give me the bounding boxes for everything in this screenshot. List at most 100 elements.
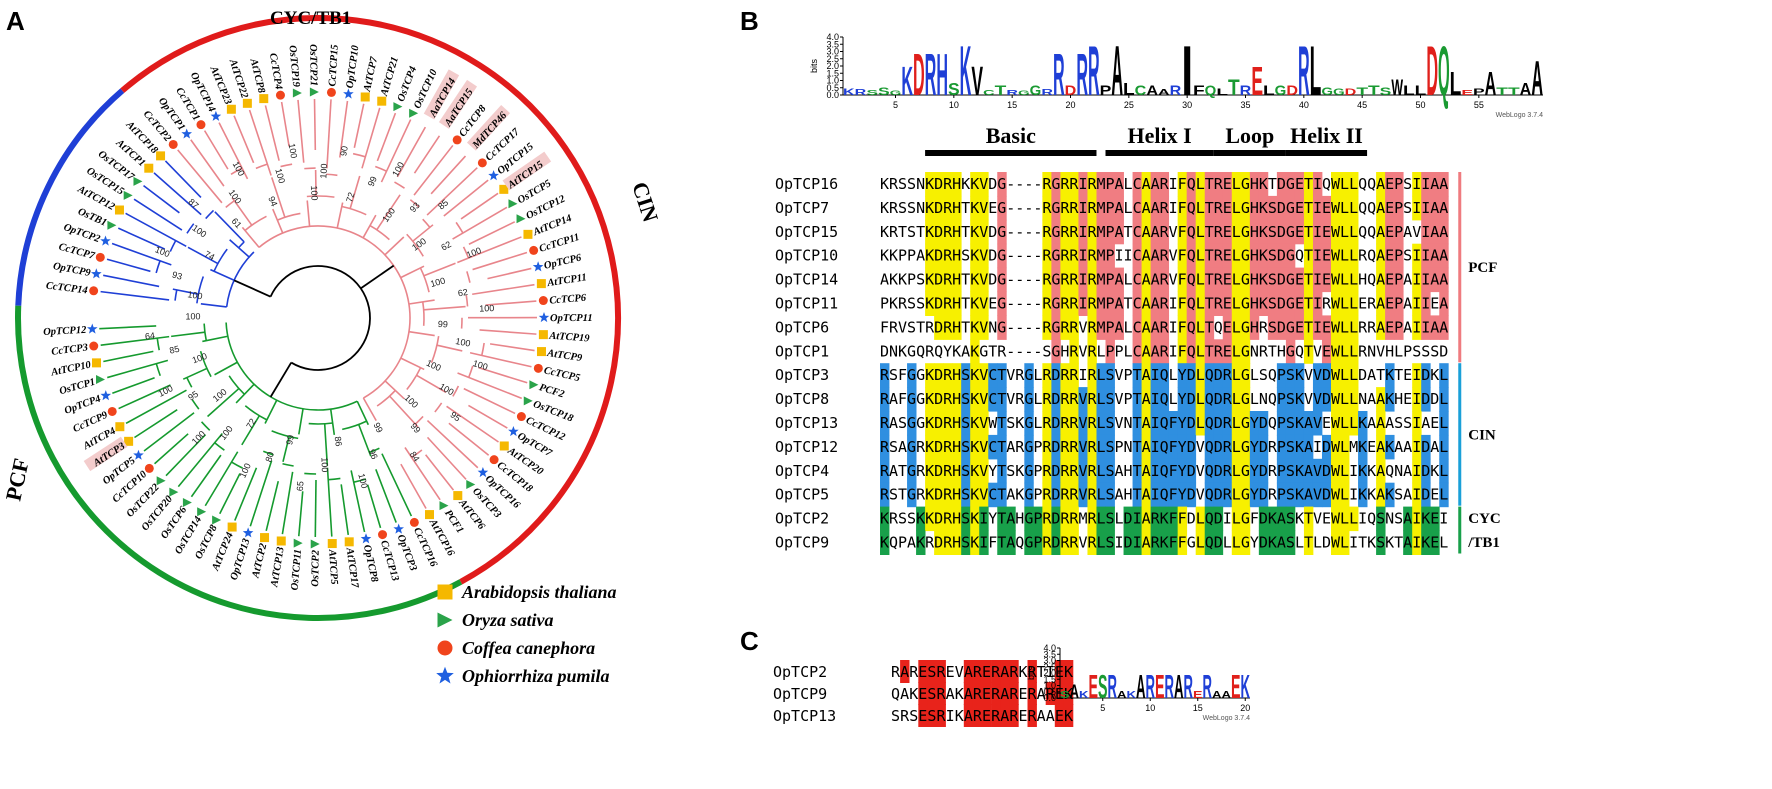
residue-shade <box>943 482 953 508</box>
residue-shade <box>1033 506 1043 532</box>
residue-shade <box>1096 387 1106 412</box>
leaf-label: CcTCP11 <box>538 232 581 255</box>
residue-shade <box>1303 482 1314 508</box>
residue-shade <box>907 363 917 388</box>
residue-shade <box>988 482 998 508</box>
residue-shade <box>1412 411 1422 436</box>
tree-marker-coffea <box>168 139 178 149</box>
residue-shade <box>1240 482 1251 508</box>
tree-branch <box>340 484 350 536</box>
logo-letter: E <box>1089 669 1099 705</box>
logo-letter: R <box>1041 89 1053 97</box>
residue-shade <box>1150 243 1161 269</box>
residue-shade <box>1150 434 1161 460</box>
residue-shade <box>1312 172 1323 197</box>
residue-shade <box>1150 219 1161 245</box>
residue-shade <box>1087 172 1097 197</box>
residue-shade <box>1258 243 1269 269</box>
residue-shade <box>1222 243 1233 269</box>
residue-shade <box>1186 315 1197 340</box>
residue-shade <box>979 315 989 340</box>
residue-shade <box>1340 315 1350 340</box>
logo-x-tick-label: 5 <box>1100 703 1105 713</box>
residue-shade <box>1087 530 1097 555</box>
residue-shade <box>961 458 971 484</box>
residue-shade <box>1267 195 1278 221</box>
tree-leaf: OpTCP9 <box>52 261 92 279</box>
leaf-label: AtTCP13 <box>269 546 287 589</box>
residue-shade <box>1331 219 1341 245</box>
bootstrap-value: 62 <box>457 287 468 298</box>
bootstrap-value: 100 <box>465 245 483 260</box>
residue-shade <box>1132 315 1142 340</box>
r-residue-shade <box>982 660 992 683</box>
bootstrap-value: 100 <box>211 387 229 404</box>
logo-letter: K <box>843 86 855 97</box>
residue-shade <box>1177 219 1188 245</box>
tree-marker-oryza <box>133 176 143 186</box>
group-label-cin: CIN <box>627 179 663 225</box>
tree-branch <box>306 200 311 227</box>
tree-branch <box>396 126 427 178</box>
tree-branch <box>172 288 199 295</box>
residue-shade <box>1294 434 1305 460</box>
tree-marker-arabidopsis <box>156 151 166 161</box>
logo-letter: D <box>913 43 925 109</box>
residue-shade <box>1051 291 1061 316</box>
residue-shade <box>1439 243 1449 269</box>
sequence-name: OpTCP9 <box>775 534 829 552</box>
tree-clade-arc <box>306 195 335 198</box>
residue-shade <box>1421 291 1431 316</box>
logo-letter: G <box>1275 82 1287 98</box>
bootstrap-value: 90 <box>338 145 350 157</box>
tree-branch <box>426 436 467 480</box>
residue-shade <box>1141 363 1151 388</box>
residue-shade <box>1195 530 1206 555</box>
logo-x-tick-label: 5 <box>893 100 898 110</box>
residue-shade <box>970 315 980 340</box>
tree-clade-arc <box>277 212 301 221</box>
tree-branch <box>336 202 344 229</box>
residue-shade <box>1096 434 1106 460</box>
residue-shade <box>1421 387 1431 412</box>
residue-shade <box>1249 172 1260 197</box>
tree-marker-oryza <box>96 374 106 384</box>
leaf-highlight <box>502 151 552 191</box>
residue-shade <box>1204 195 1215 221</box>
tree-branch <box>375 469 397 523</box>
residue-shade <box>1069 267 1079 293</box>
residue-shade <box>1376 506 1386 532</box>
residue-shade <box>1078 387 1088 412</box>
logo-letter: A <box>1146 82 1158 98</box>
leaf-label: OpTCP3 <box>395 533 419 572</box>
residue-shade <box>1204 458 1215 484</box>
residue-shade <box>1421 243 1431 269</box>
residue-shade <box>934 506 944 532</box>
region-label: Loop <box>1225 123 1274 148</box>
tree-root-branch <box>360 264 395 290</box>
residue-shade <box>1141 172 1151 197</box>
logo-y-tick-label: 3.0 <box>826 47 839 57</box>
tree-branch <box>234 467 258 521</box>
residue-shade <box>1087 267 1097 293</box>
legend-marker-coffea <box>437 640 453 656</box>
residue-shade <box>1069 172 1079 197</box>
logo-letter: A <box>1222 689 1232 701</box>
residue-shade <box>1078 291 1088 316</box>
tree-branch <box>448 422 490 456</box>
logo-letter: E <box>1155 669 1165 705</box>
residue-shade <box>1159 243 1170 269</box>
residue-shade <box>1267 506 1278 532</box>
sequence-name: OpTCP11 <box>775 295 838 313</box>
sequence-name: OpTCP3 <box>775 366 829 384</box>
residue-shade <box>1177 411 1188 436</box>
residue-shade <box>1376 411 1386 436</box>
residue-shade <box>1385 315 1395 340</box>
residue-shade <box>1276 267 1287 293</box>
tree-clade-arc <box>230 167 243 175</box>
tree-marker-ophiorrhiza <box>343 88 354 99</box>
residue-shade <box>1222 482 1233 508</box>
tree-clade-arc <box>262 450 274 456</box>
group-side-bar <box>1458 506 1462 554</box>
tree-root-branch <box>269 362 293 398</box>
